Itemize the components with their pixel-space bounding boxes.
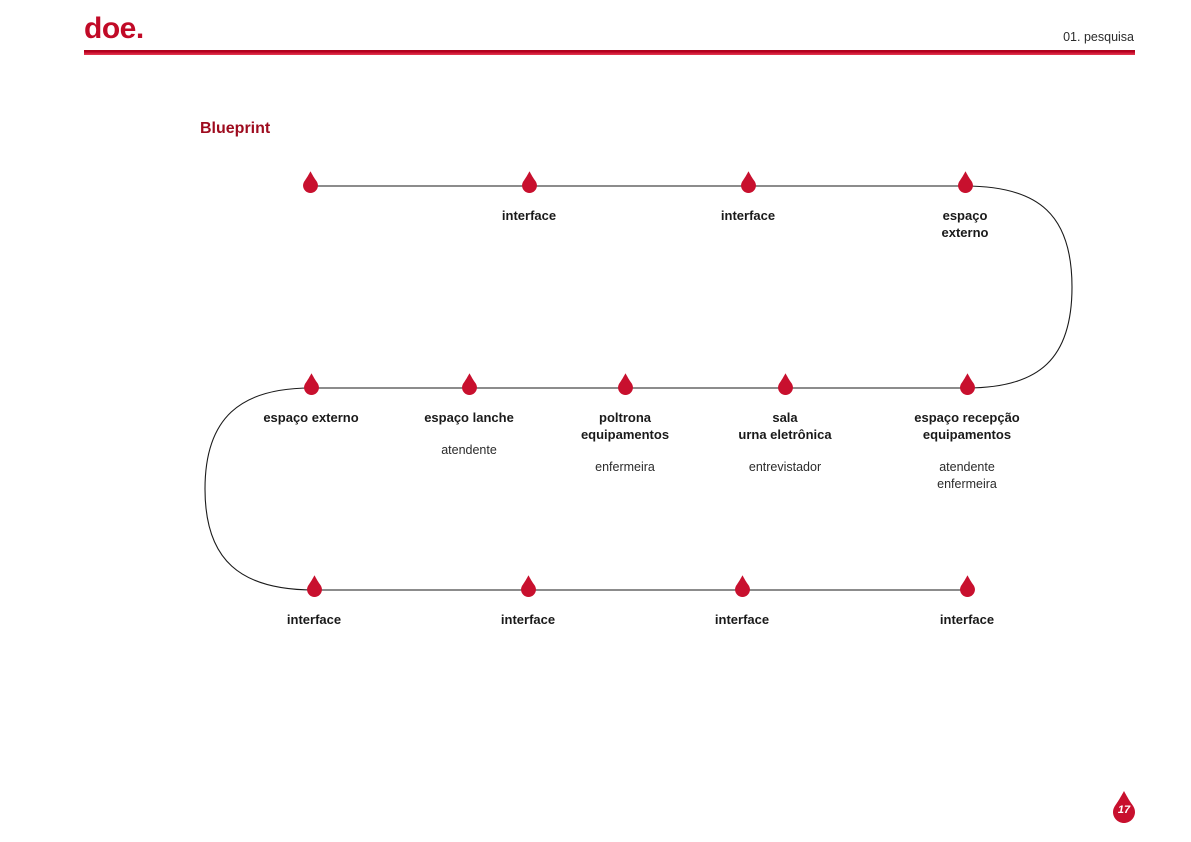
node-label-primary: interface: [500, 612, 556, 627]
node-droplet-icon[interactable]: [958, 575, 977, 598]
node-droplet-icon[interactable]: [305, 575, 324, 598]
node-droplet-icon[interactable]: [302, 373, 321, 396]
page-number-badge: 17: [1110, 791, 1138, 824]
node-label: interface: [287, 611, 341, 628]
node-droplet-icon[interactable]: [739, 171, 758, 194]
node-label: interface: [721, 207, 775, 224]
node-droplet-icon[interactable]: [520, 171, 539, 194]
node-label: espaço lanche atendente: [424, 409, 514, 459]
node-label-primary: espaço externo: [263, 410, 359, 425]
node-label-primary: espaço lanche: [424, 410, 514, 425]
brand-logo: doe.: [84, 12, 144, 45]
node-droplet-icon[interactable]: [616, 373, 635, 396]
node-droplet-icon[interactable]: [460, 373, 479, 396]
page-number-text: 17: [1117, 804, 1131, 816]
node-label-primary: interface: [939, 612, 995, 627]
header-rule-divider: [84, 50, 1135, 55]
node-label: interface: [502, 207, 556, 224]
node-droplet-icon[interactable]: [733, 575, 752, 598]
node-droplet-icon[interactable]: [956, 171, 975, 194]
node-label: interface: [715, 611, 769, 628]
node-label-secondary: entrevistador: [748, 460, 822, 475]
node-droplet-icon[interactable]: [776, 373, 795, 396]
node-label: interface: [940, 611, 994, 628]
node-label-primary: interface: [714, 612, 770, 627]
node-label-primary: interface: [501, 208, 557, 223]
node-droplet-icon[interactable]: [301, 171, 320, 194]
node-label-secondary: enfermeira: [595, 460, 655, 475]
node-droplet-icon[interactable]: [519, 575, 538, 598]
droplet-icon: [1113, 791, 1135, 823]
page-header: doe. 01. pesquisa: [0, 0, 1191, 60]
node-label: interface: [501, 611, 555, 628]
node-droplet-icon[interactable]: [958, 373, 977, 396]
node-label: espaço externo: [263, 409, 358, 426]
node-label-primary: interface: [720, 208, 776, 223]
node-label-secondary: atendente: [441, 443, 497, 458]
connector-lines: [204, 185, 1073, 591]
node-label-primary: interface: [286, 612, 342, 627]
page-title: Blueprint: [200, 120, 271, 137]
header-section-label: 01. pesquisa: [1063, 30, 1134, 44]
